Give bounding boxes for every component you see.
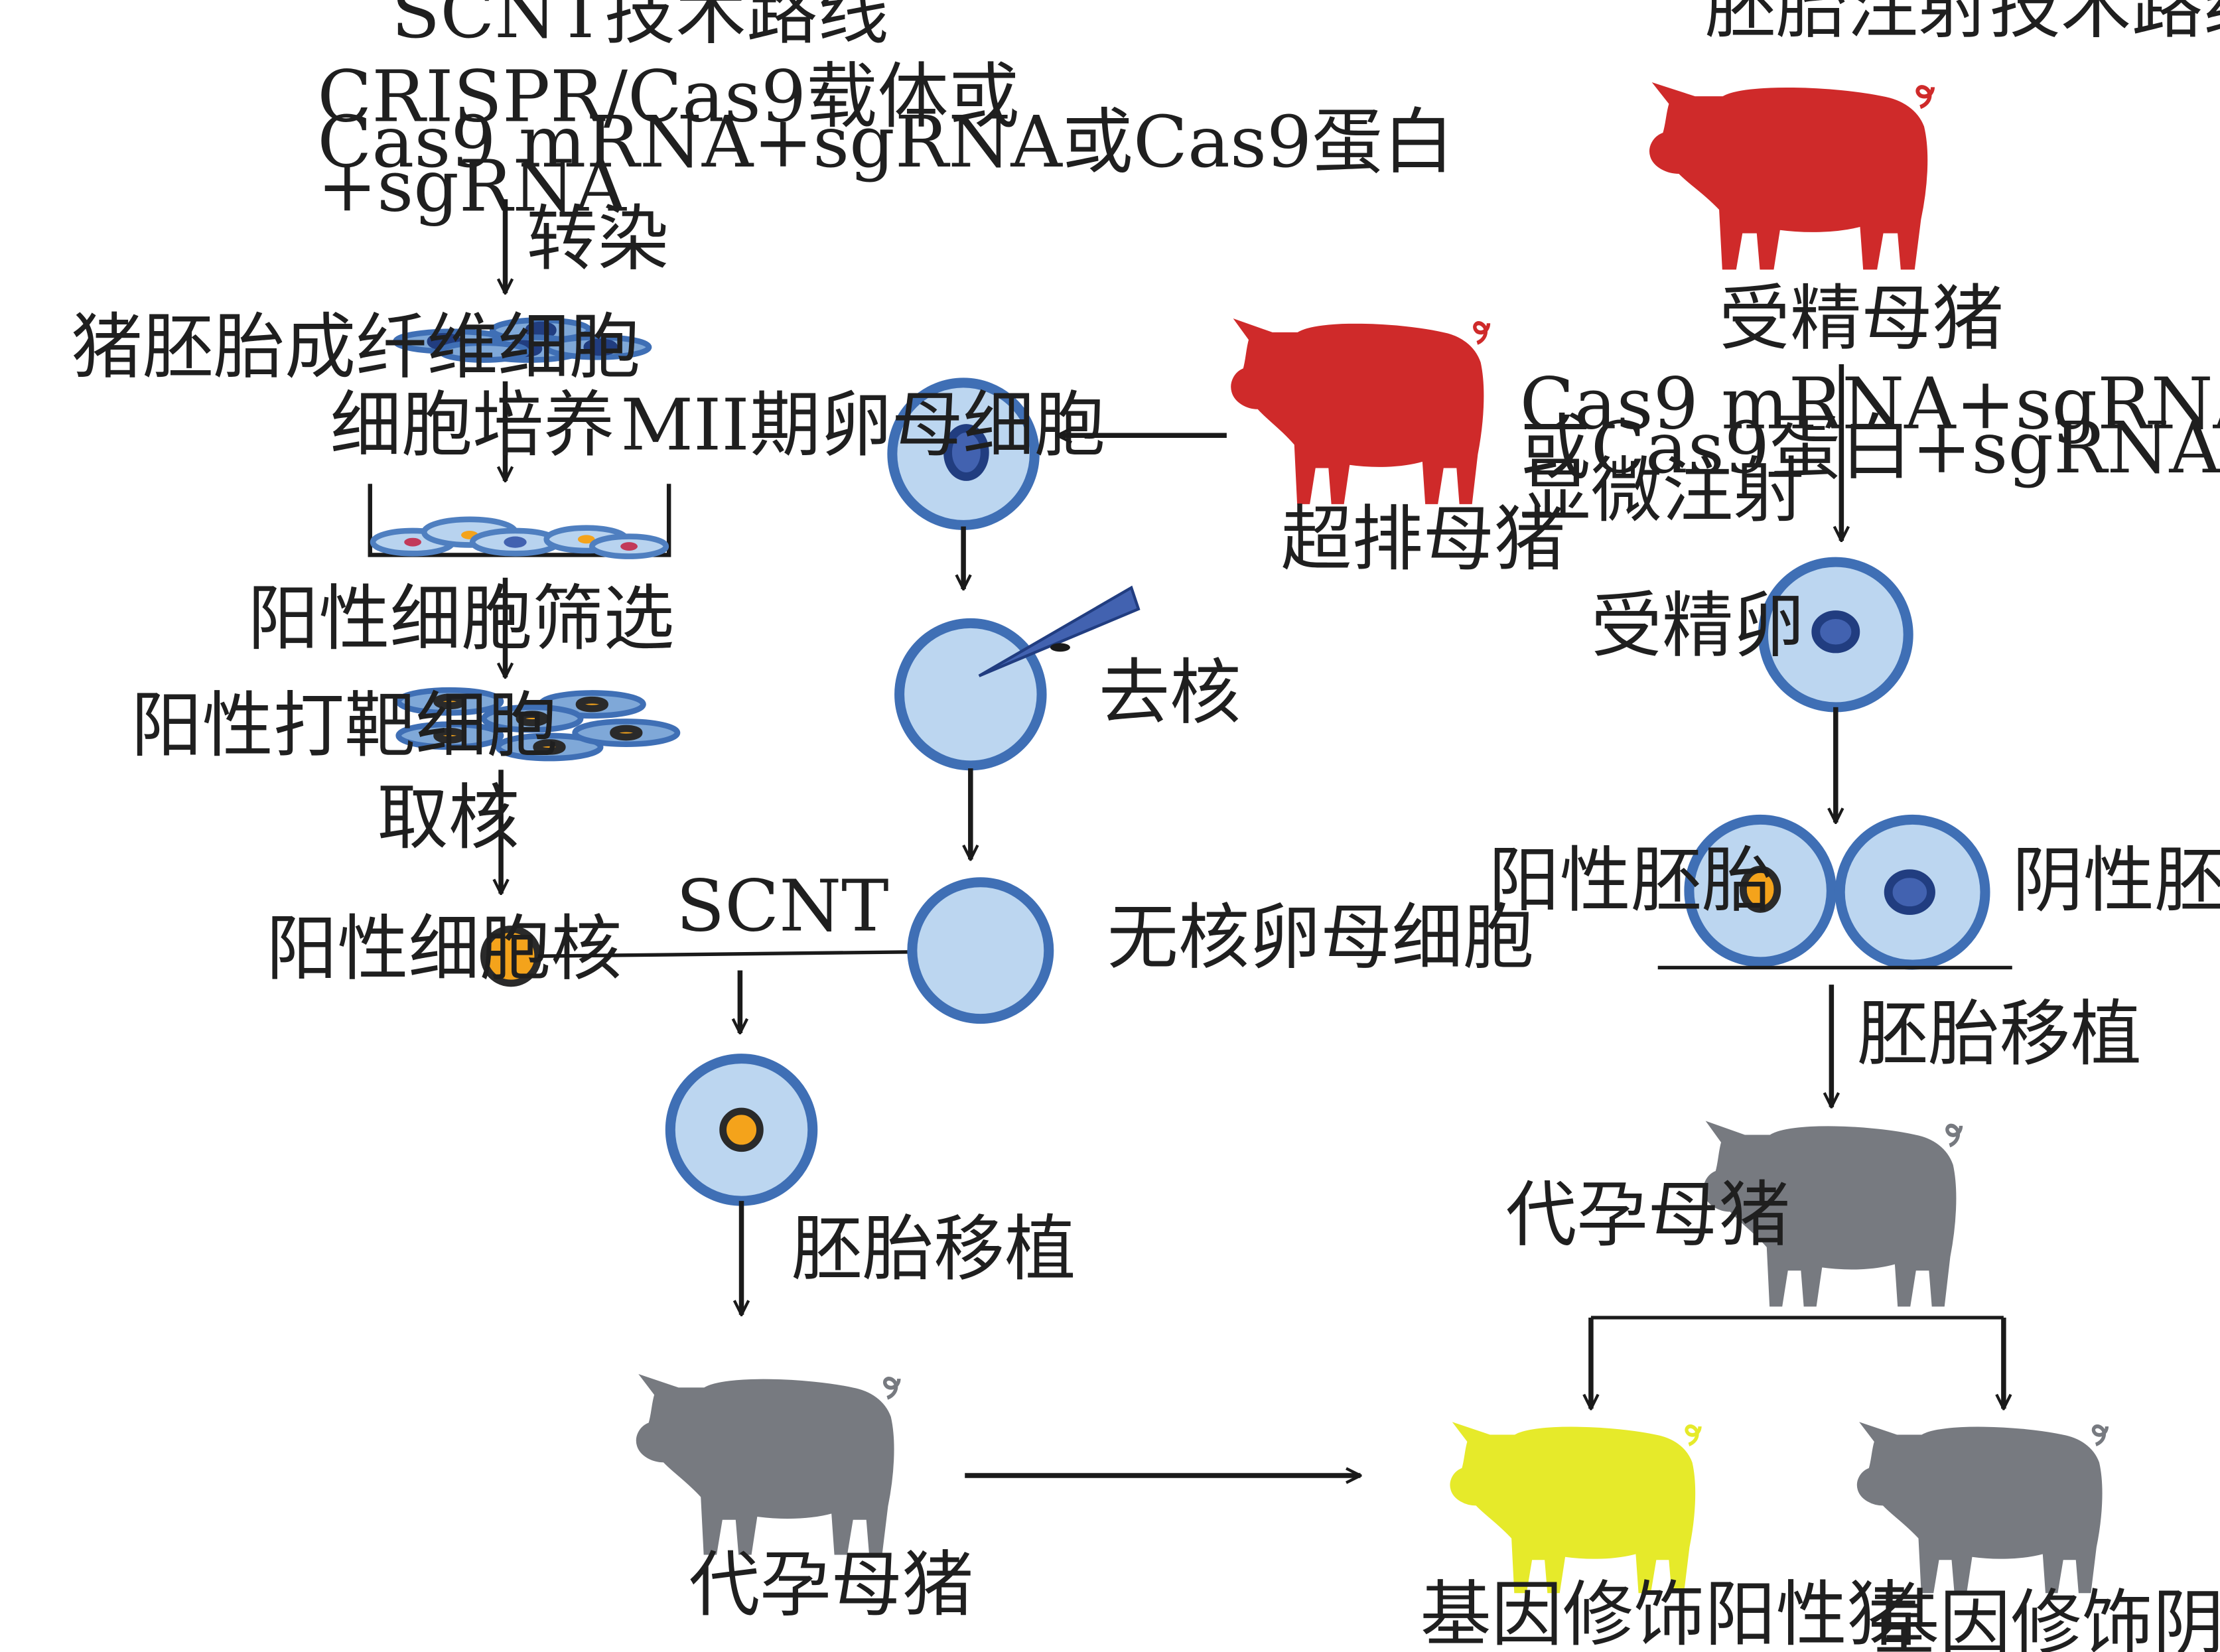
scnt-reagents-line3: +sgRNA	[317, 145, 627, 228]
label-fertilized-sow: 受精母猪	[1719, 277, 2004, 360]
label-transfect: 转染	[527, 198, 669, 281]
label-positive-targeted: 阳性打靶细胞	[131, 684, 557, 767]
positive-targeted-cells	[395, 687, 681, 762]
inject-line1: Cas9 mRNA+sgRNA	[1520, 363, 2220, 446]
injection-route-title: 胚胎注射技术路线	[1704, 0, 2220, 48]
fertilized-pig-icon	[1650, 84, 1933, 269]
outcome-branch	[1591, 1316, 2004, 1409]
label-positive-embryo: 阳性胚胎	[1488, 839, 1773, 922]
label-screening: 阳性细胞筛选	[247, 577, 674, 660]
scnt-reagents-line2: Cas9 mRNA+sgRNA或Cas9蛋白	[317, 101, 1454, 184]
enucleated-oocyte	[907, 877, 1054, 1024]
label-enucleation: 去核	[1099, 652, 1241, 734]
negative-pig-icon	[1858, 1423, 2107, 1592]
culture-dish	[368, 484, 671, 559]
superovulated-pig-icon	[1231, 320, 1488, 503]
reconstructed-embryo	[665, 1054, 818, 1206]
label-embryo-transfer-left: 胚胎移植	[792, 1208, 1076, 1291]
enucleation-cell	[894, 585, 1141, 771]
scnt-route-title: SCNT技术路线	[391, 0, 889, 54]
label-surrogate-right: 代孕母猪	[1505, 1174, 1790, 1257]
inject-line3: 显微注射	[1520, 449, 1805, 532]
surrogate-pig-left-icon	[637, 1375, 899, 1554]
negative-embryo	[1835, 814, 1990, 970]
label-negative-embryo: 阴性胚胎	[2012, 839, 2220, 922]
label-zygote: 受精卵	[1591, 585, 1805, 667]
label-oocyte: MII期卵母细胞	[620, 384, 1105, 467]
inject-line2: 或Cas9蛋白+sgRNA	[1520, 407, 2220, 490]
label-superovulated: 超排母猪	[1281, 498, 1565, 581]
label-enucleated-oocyte: 无核卵母细胞	[1107, 896, 1534, 979]
label-positive-pig: 基因修饰阳性猪	[1421, 1574, 1919, 1652]
label-take-nucleus: 取核	[377, 777, 519, 860]
label-fibroblast: 猪胚胎成纤维细胞	[71, 306, 640, 389]
label-surrogate-left: 代孕母猪	[689, 1544, 973, 1627]
positive-embryo	[1684, 814, 1837, 967]
label-embryo-transfer-right: 胚胎移植	[1857, 993, 2142, 1076]
mii-oocyte	[887, 378, 1040, 530]
fibroblast-cells	[393, 317, 652, 363]
positive-pig-icon	[1451, 1423, 1700, 1592]
label-culture: 细胞培养	[330, 384, 615, 467]
scnt-reagents-line1: CRISPR/Cas9载体或	[317, 55, 1019, 138]
label-negative-pig: 基因修饰阴性猪	[1868, 1582, 2220, 1652]
label-positive-nucleus: 阳性细胞核	[266, 908, 622, 991]
scnt-fusion-line	[537, 950, 912, 958]
label-scnt: SCNT	[676, 865, 889, 948]
